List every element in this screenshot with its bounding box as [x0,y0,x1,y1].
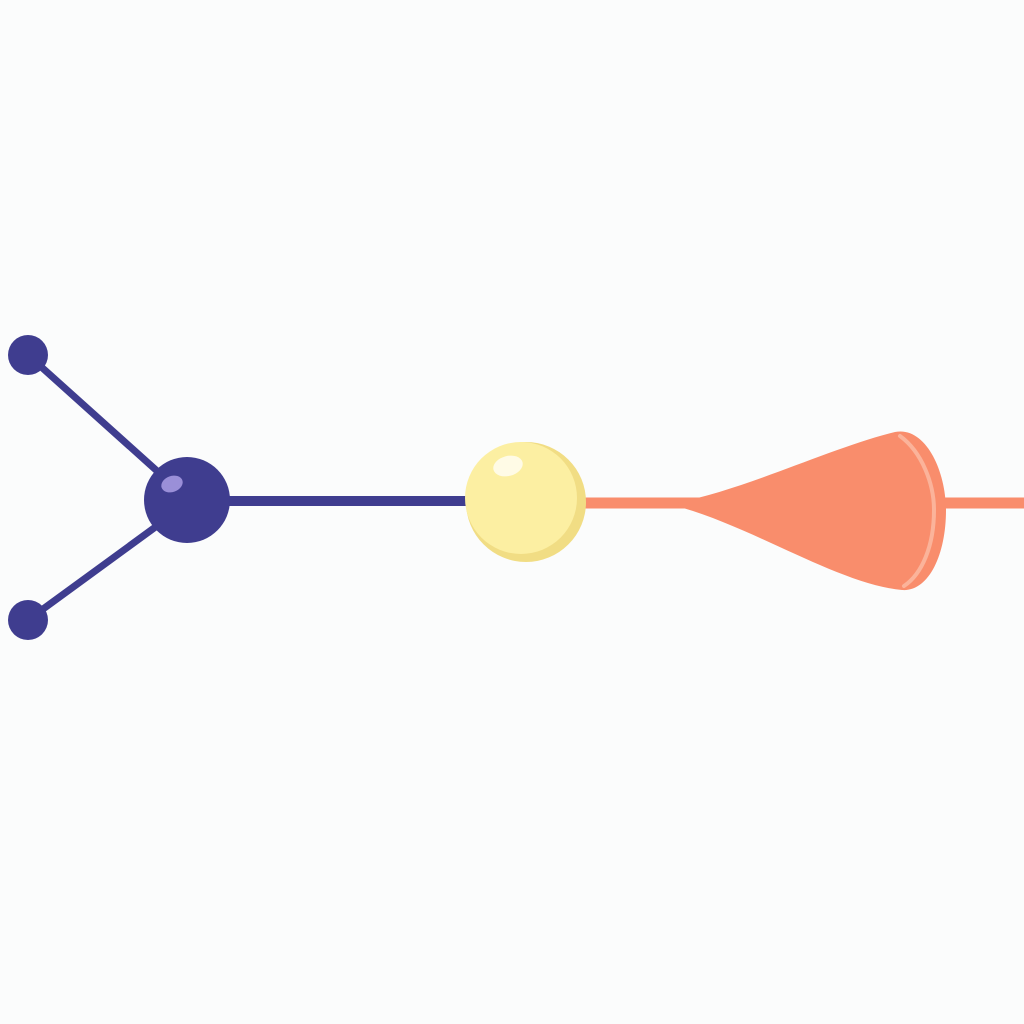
lower-branch-line [24,508,180,624]
lower-endpoint-node [8,600,48,640]
cone-icon [570,431,1024,591]
cone-rim [898,434,937,588]
sphere-body [465,442,577,554]
sphere-icon [465,442,586,562]
hub-node [144,457,230,543]
upper-endpoint-node [8,335,48,375]
cone-body [676,431,946,591]
branching-node-icon [8,335,478,640]
sphere-highlight [493,455,523,477]
hub-node-highlight [161,475,183,493]
upper-branch-line [24,351,180,492]
